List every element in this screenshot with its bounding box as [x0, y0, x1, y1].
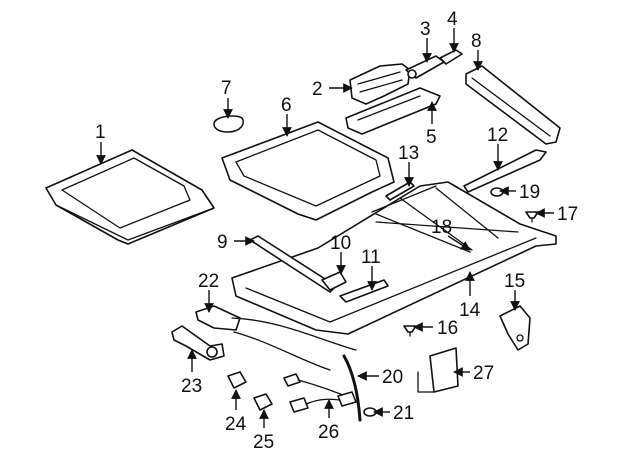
callout-18: 18	[431, 217, 452, 238]
callout-24: 24	[225, 414, 247, 435]
part-10-bracket	[321, 271, 347, 291]
callout-23: 23	[181, 376, 202, 397]
callout-19: 19	[519, 182, 540, 203]
part-14-main-frame	[231, 181, 557, 335]
part-23-latch	[171, 325, 225, 361]
callout-8: 8	[471, 31, 482, 52]
callout-7: 7	[221, 78, 232, 99]
callout-5: 5	[426, 127, 437, 148]
callout-11: 11	[361, 247, 381, 268]
callout-20: 20	[382, 367, 403, 388]
part-12-side-rail	[463, 149, 547, 193]
part-8-front-rail	[465, 65, 561, 145]
callout-10: 10	[330, 233, 351, 254]
part-26-wiring-harness	[283, 373, 357, 413]
callout-17: 17	[557, 204, 578, 225]
callout-3: 3	[420, 19, 431, 40]
callout-15: 15	[504, 271, 525, 292]
callout-25: 25	[253, 432, 274, 453]
callout-6: 6	[281, 95, 292, 116]
part-24-connector	[227, 371, 247, 389]
part-6-sunshade	[221, 121, 395, 221]
part-16-screw	[403, 325, 417, 337]
part-4-cable-drive	[439, 49, 463, 65]
callout-1: 1	[95, 122, 106, 143]
part-15-bracket	[499, 305, 531, 351]
part-7-clip	[213, 115, 244, 133]
leader-lines	[96, 28, 554, 428]
leader-18	[447, 235, 471, 251]
callout-12: 12	[487, 125, 508, 146]
part-25-connector	[253, 393, 273, 411]
callout-22: 22	[198, 271, 219, 292]
part-3-drive-motor	[405, 55, 445, 79]
callout-9: 9	[217, 232, 228, 253]
part-20-drain-hose	[342, 354, 362, 422]
callout-16: 16	[437, 318, 458, 339]
part-19-grommet	[490, 187, 504, 197]
callout-14: 14	[459, 300, 481, 321]
callout-13: 13	[398, 143, 419, 164]
callout-21: 21	[393, 403, 414, 424]
callout-labels: 1 2 3 4 5 6 7 8 9 10 11 12 13 14 15 16 1…	[95, 9, 578, 453]
part-17-screw	[525, 211, 539, 223]
callout-26: 26	[318, 422, 339, 443]
part-2-motor-bracket	[349, 63, 411, 105]
callout-27: 27	[473, 363, 494, 384]
callout-2: 2	[312, 79, 323, 100]
callout-4: 4	[447, 9, 458, 30]
part-27-shield	[417, 347, 459, 393]
part-1-glass-panel	[45, 149, 215, 245]
part-18-cross-bar	[375, 213, 471, 253]
